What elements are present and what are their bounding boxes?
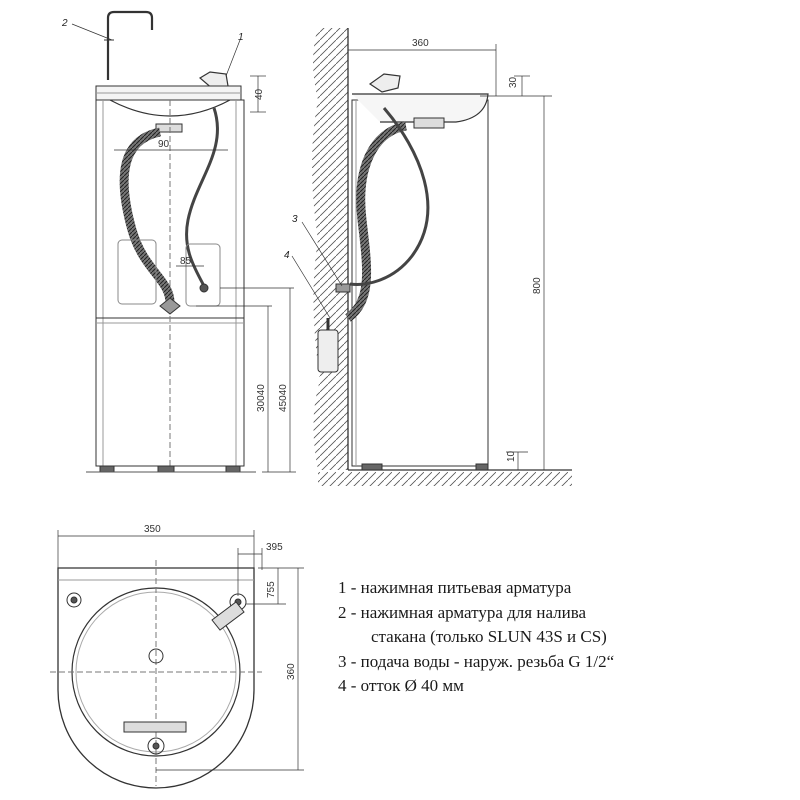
floor-hatch: [318, 472, 572, 486]
dim-front-h2: 45040: [278, 384, 289, 412]
callout-4: 4: [284, 250, 290, 261]
dim-plan-width: 350: [144, 524, 161, 535]
wall-hatch: [312, 28, 348, 470]
dim-side-width: 360: [412, 38, 429, 49]
dim-side-top: 30: [508, 76, 519, 88]
drain-trap: [317, 329, 339, 373]
legend-item-1: 1 - нажимная питьевая арматура: [338, 578, 572, 597]
side-view: [291, 28, 572, 486]
side-supply-hose: [349, 107, 430, 286]
plan-outline: [57, 567, 255, 789]
legend: 1 - нажимная питьевая арматура 2 - нажим…: [338, 576, 778, 699]
legend-item-2-continued: стакана (только SLUN 43S и CS): [371, 627, 607, 646]
dim-plan-small: 755: [266, 581, 277, 598]
dim-front-top: 40: [254, 88, 265, 100]
side-basin: [352, 93, 489, 123]
legend-item-2: 2 - нажимная арматура для налива: [338, 602, 587, 622]
dim-side-bottom: 10: [506, 450, 517, 462]
front-drain-hose: [119, 127, 175, 307]
legend-item-4: 4 - отток Ø 40 мм: [338, 676, 464, 695]
dim-plan-offset: 395: [266, 542, 283, 553]
dim-front-width: 90: [158, 139, 170, 150]
dim-front-h1: 30040: [256, 384, 267, 412]
side-drain-hose: [345, 121, 408, 322]
dim-side-height: 800: [532, 277, 543, 294]
callout-3: 3: [292, 214, 298, 225]
dim-front-gap: 85: [180, 256, 192, 267]
plan-glass-filler: [66, 592, 82, 608]
callout-2: 2: [61, 18, 68, 29]
dim-plan-depth: 360: [286, 663, 297, 680]
legend-item-3: 3 - подача воды - наруж. резьба G 1/2“: [338, 651, 615, 671]
front-supply-hose: [185, 107, 219, 287]
front-view: [71, 10, 296, 473]
glass-filler-tap: [106, 10, 154, 80]
front-bowl: [109, 99, 231, 117]
plan-view: [50, 530, 304, 789]
side-tap: [368, 73, 401, 93]
callout-1: 1: [238, 32, 244, 43]
